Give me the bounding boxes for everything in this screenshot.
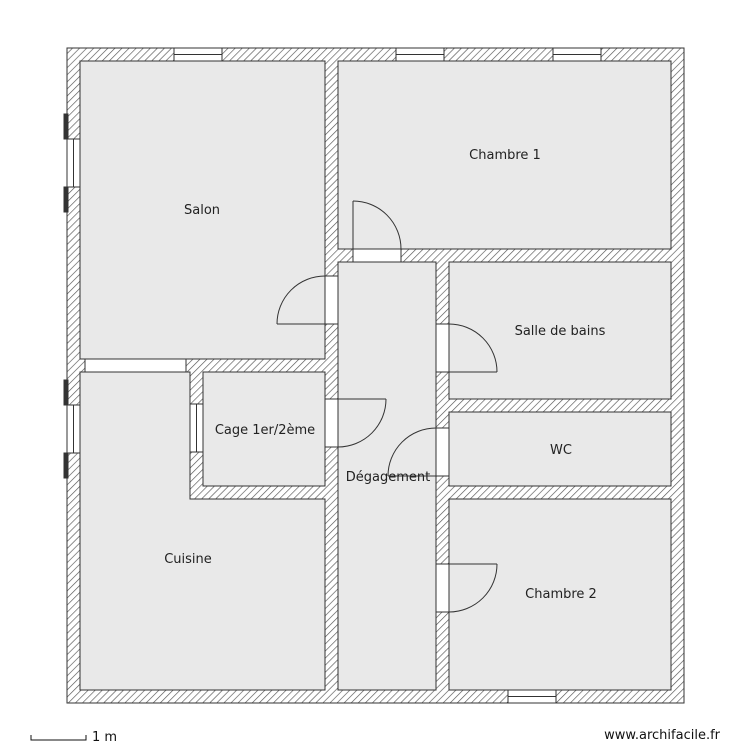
door-chambre1: [352, 200, 402, 263]
window-left-cuisine: [63, 379, 81, 479]
room-salle-de-bains: [448, 261, 672, 400]
door-cage: [324, 398, 387, 448]
label-wc: WC: [550, 443, 572, 458]
room-cage: [202, 371, 326, 487]
label-degagement: Dégagement: [346, 470, 430, 485]
label-salle-de-bains: Salle de bains: [515, 324, 606, 339]
opening-salon-cuisine: [84, 358, 187, 373]
windows: [63, 47, 602, 704]
label-cage: Cage 1er/2ème: [215, 423, 315, 438]
room-cuisine: [79, 371, 326, 691]
doors: [276, 200, 498, 613]
door-chambre2: [435, 563, 498, 613]
openings: [84, 358, 187, 373]
window-top-chambre1-right: [552, 47, 602, 62]
room-wc: [448, 411, 672, 487]
rooms: [79, 60, 672, 691]
label-salon: Salon: [184, 203, 220, 218]
scale-label: 1 m: [92, 730, 117, 745]
window-bottom-chambre2: [507, 689, 557, 704]
room-labels: Salon Chambre 1 Salle de bains Cage 1er/…: [164, 148, 605, 602]
room-chambre-1: [337, 60, 672, 250]
label-cuisine: Cuisine: [164, 552, 212, 567]
room-salon: [79, 60, 326, 360]
window-top-chambre1-left: [395, 47, 445, 62]
window-left-salon: [63, 113, 81, 213]
door-wc: [387, 427, 450, 477]
door-salle-de-bains: [435, 323, 498, 373]
window-cage: [189, 403, 204, 453]
watermark-text: www.archifacile.fr: [604, 728, 720, 743]
door-salon: [276, 275, 339, 325]
window-top-salon: [173, 47, 223, 62]
label-chambre-1: Chambre 1: [469, 148, 541, 163]
label-chambre-2: Chambre 2: [525, 587, 597, 602]
scale-bar: 1 m: [30, 730, 117, 745]
